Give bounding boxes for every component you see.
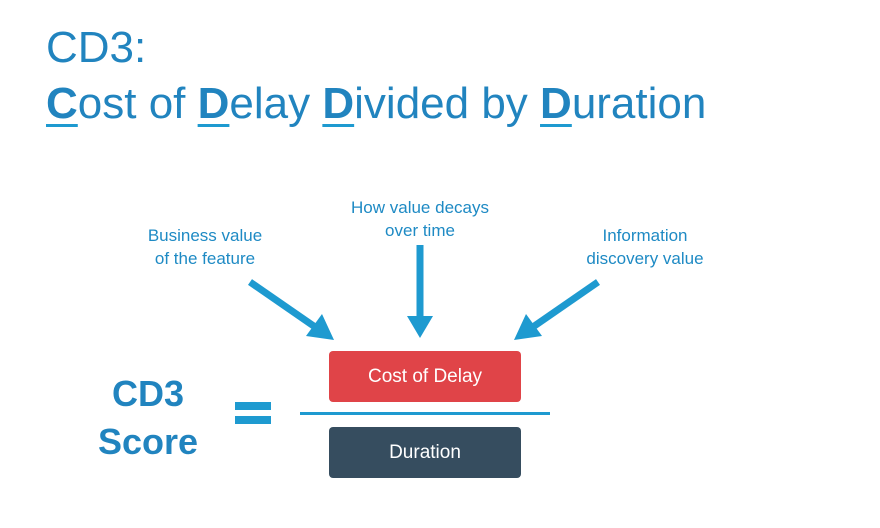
title-word: ost of <box>77 79 198 128</box>
annotation-line: Information <box>602 226 688 245</box>
annotation-line: Business value <box>147 226 263 245</box>
fraction-line <box>300 412 550 415</box>
title-word: elay <box>229 79 323 128</box>
score-line: CD3 <box>111 373 185 414</box>
annotation-line: discovery value <box>586 249 704 268</box>
duration-box: Duration <box>329 427 521 478</box>
title-key-letter: C <box>46 79 78 128</box>
numerator-label: Cost of Delay <box>367 365 483 387</box>
equals-sign-bottom <box>235 416 271 424</box>
title-key-letter: D <box>197 79 230 128</box>
arrow-right-icon <box>514 279 600 340</box>
arrow-down-icon <box>407 245 433 338</box>
title-key-letter: D <box>540 79 572 128</box>
title-line-2: Cost of Delay Divided by Duration <box>46 80 706 128</box>
denominator-label: Duration <box>389 441 461 463</box>
title-word: uration <box>571 79 707 128</box>
title-line-1: CD3: <box>46 23 147 72</box>
arrow-left-icon <box>248 279 334 340</box>
title-key-letter: D <box>322 79 355 128</box>
annotation-business-value: Business value of the feature <box>95 224 315 270</box>
annotation-line: How value decays <box>351 198 489 217</box>
title-word: ivided by <box>354 79 541 128</box>
annotation-information-discovery: Information discovery value <box>535 224 755 270</box>
annotation-line: over time <box>385 221 455 240</box>
cost-of-delay-box: Cost of Delay <box>329 351 521 402</box>
equals-sign-top <box>235 402 271 410</box>
annotation-line: of the feature <box>154 249 256 268</box>
score-line: Score <box>97 421 199 462</box>
annotation-value-decay: How value decays over time <box>310 196 530 242</box>
cd3-score-label: CD3 Score <box>68 370 228 466</box>
